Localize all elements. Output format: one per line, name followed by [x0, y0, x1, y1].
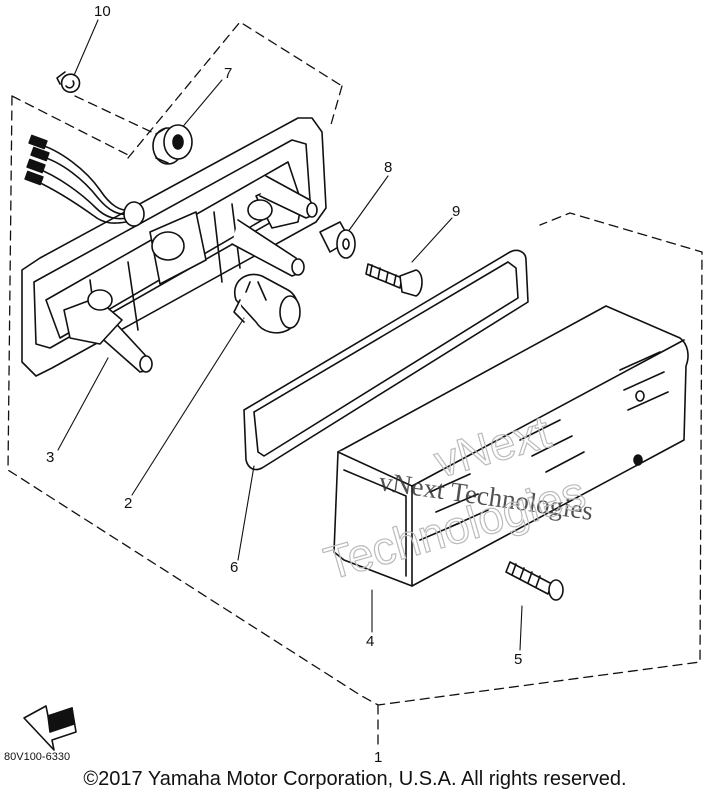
- screw-part-9: [365, 263, 423, 297]
- callout-6: 6: [230, 559, 238, 576]
- gasket-part-6: [243, 249, 529, 471]
- callout-3: 3: [46, 449, 54, 466]
- copyright-notice: ©2017 Yamaha Motor Corporation, U.S.A. A…: [83, 768, 627, 790]
- forward-arrow-icon: [23, 705, 77, 751]
- wire-harness: [24, 134, 145, 227]
- callout-2: 2: [124, 495, 132, 512]
- diagram-code: 80V100-6330: [4, 751, 70, 763]
- callout-10: 10: [94, 3, 111, 20]
- callout-5: 5: [514, 651, 522, 668]
- assembly-boundary: [7, 21, 703, 746]
- callout-8: 8: [384, 159, 392, 176]
- collar-part-8: [319, 221, 356, 259]
- grommet-part-7: [152, 124, 193, 165]
- callout-7: 7: [224, 65, 232, 82]
- callout-9: 9: [452, 203, 460, 220]
- bulb-part-2: [233, 273, 301, 334]
- callout-numbers: 10 7 8 9 3 2 6 4 5 1: [46, 3, 522, 766]
- housing-part-3: [21, 117, 327, 377]
- nut-part-10: [56, 71, 81, 93]
- callout-4: 4: [366, 633, 374, 650]
- callout-1: 1: [374, 749, 382, 766]
- leader-lines: [57, 19, 523, 651]
- screw-part-5: [505, 561, 564, 601]
- lens-part-4: [333, 305, 689, 587]
